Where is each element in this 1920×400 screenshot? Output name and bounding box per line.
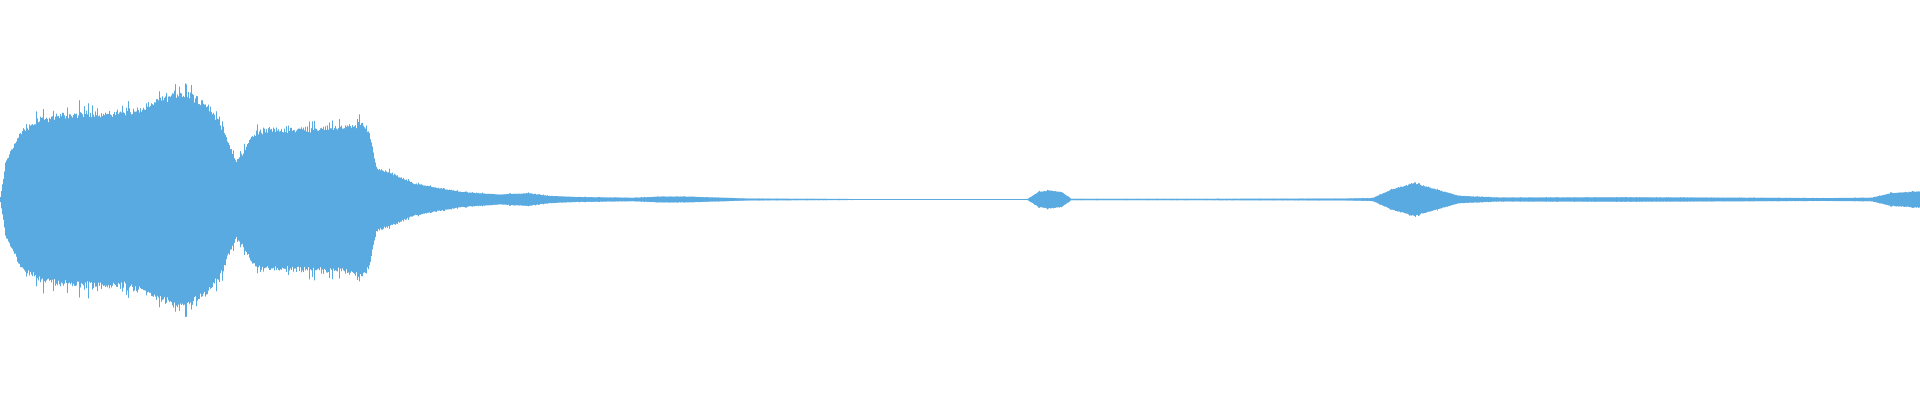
- waveform-path: [0, 83, 1920, 318]
- waveform-samples: [0, 83, 1920, 318]
